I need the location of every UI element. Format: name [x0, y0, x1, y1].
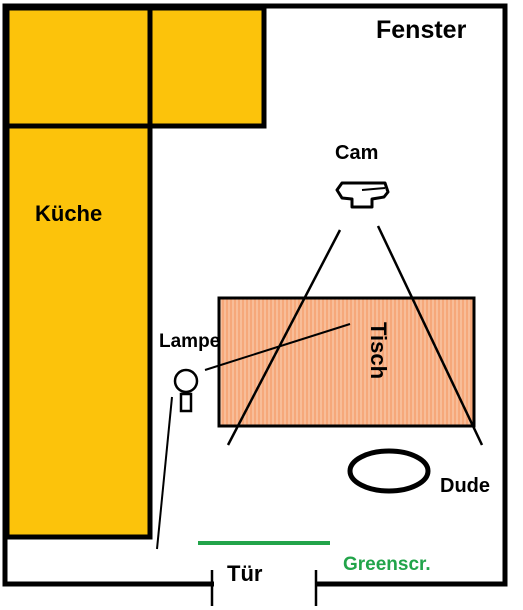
kitchen-counter-upper-left — [4, 5, 153, 129]
lamp-beam — [204, 323, 351, 371]
door-label: Tür — [227, 561, 263, 586]
lamp-label: Lampe — [159, 331, 220, 352]
table-label: Tisch — [366, 322, 391, 379]
kitchen-counter-side — [4, 123, 153, 540]
kitchen-counter-upper-right — [147, 5, 267, 129]
person-icon — [347, 448, 431, 494]
lamp-icon — [173, 368, 199, 413]
window-label: Fenster — [376, 16, 467, 44]
person-label: Dude — [440, 475, 490, 497]
kitchen — [4, 5, 267, 540]
camera-fov-left — [226, 229, 342, 446]
camera-icon — [335, 181, 390, 209]
greenscreen-label: Greenscr. — [343, 554, 431, 575]
camera-label: Cam — [335, 142, 378, 164]
table — [217, 296, 476, 428]
camera-fov-right — [376, 225, 484, 446]
kitchen-label: Küche — [35, 201, 102, 226]
lamp-cable — [156, 396, 173, 550]
